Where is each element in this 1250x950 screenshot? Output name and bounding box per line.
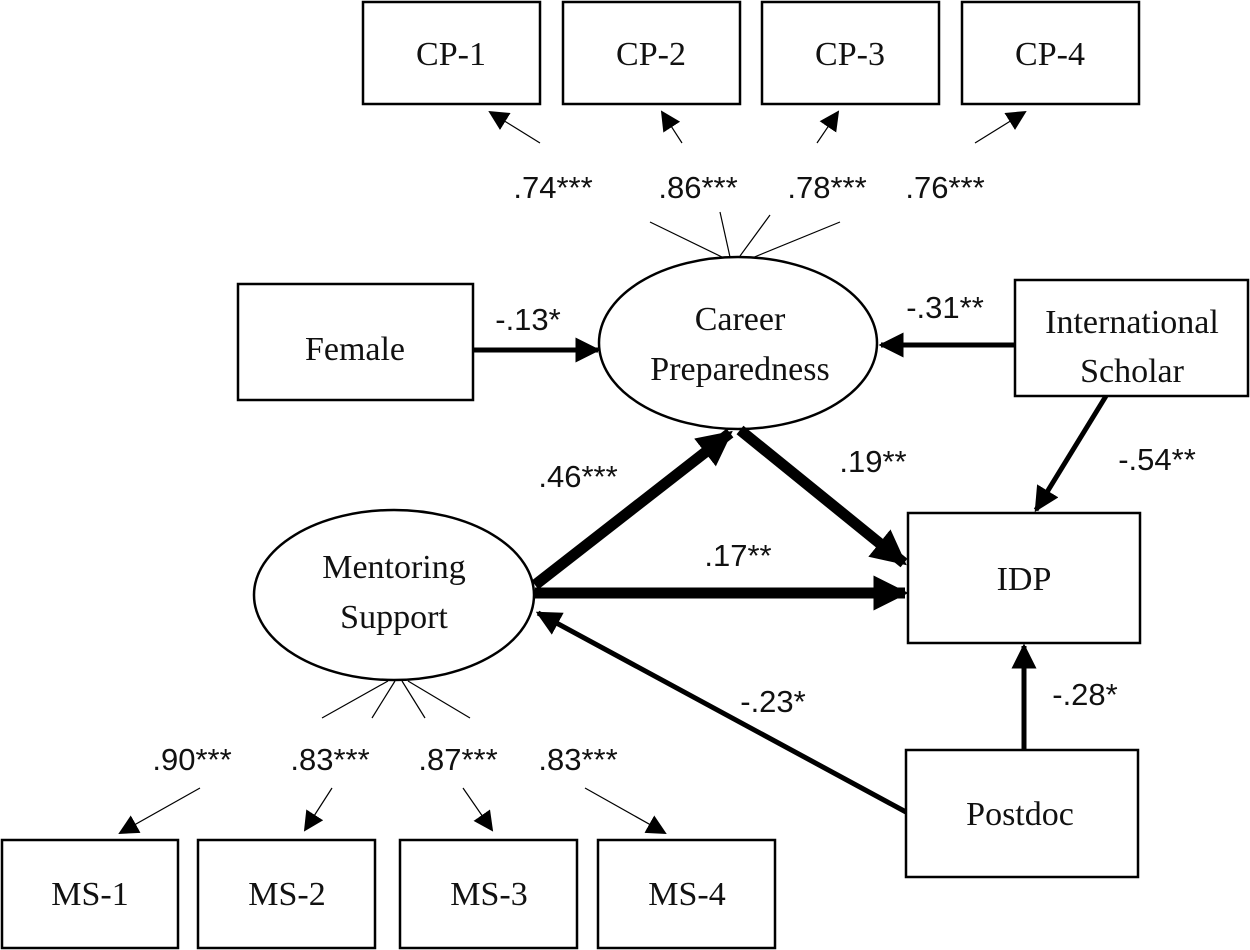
ms1-loading: .90*** (152, 742, 231, 777)
ms1-box (0, 838, 180, 950)
cp4-arrow (974, 110, 1027, 144)
cp-fan-line-1 (649, 221, 725, 259)
ms3-arrow (462, 787, 494, 832)
female-to-cp-coef: -.13* (495, 302, 560, 337)
idp-box (906, 511, 1142, 645)
cp-fan-line-4 (751, 221, 841, 259)
ms4-label: MS-4 (648, 876, 725, 913)
cp1-box (361, 0, 542, 106)
ms-to-cp-coef: .46*** (538, 459, 617, 494)
cp1-loading: .74*** (513, 170, 592, 205)
cp-fan-line-3 (739, 214, 771, 257)
ms3-box (398, 838, 579, 950)
ms2-arrow (303, 787, 333, 832)
cp2-arrow (660, 110, 683, 144)
idp-label: IDP (997, 561, 1052, 598)
ms-fan-line-4 (407, 680, 471, 719)
cp2-loading: .86*** (658, 170, 737, 205)
ms1-arrow (118, 787, 201, 834)
cp3-arrow (816, 110, 840, 144)
ms4-arrow (584, 787, 667, 834)
career-preparedness-label-line2: Preparedness (650, 351, 829, 388)
mentoring-support-label-line2: Support (340, 599, 448, 636)
cp3-box (760, 0, 941, 106)
cp-fan-line-2 (719, 211, 731, 258)
international-scholar-label-line2: Scholar (1080, 353, 1185, 390)
cp1-arrow (488, 110, 541, 144)
cp4-label: CP-4 (1015, 36, 1085, 73)
intl-to-idp-coef: -.54** (1118, 442, 1196, 477)
ms2-box (196, 838, 377, 950)
intl-to-idp-arrow (1033, 394, 1109, 513)
postdoc-to-idp-coef: -.28* (1052, 677, 1117, 712)
postdoc-to-ms-arrow (535, 610, 908, 815)
ms3-loading: .87*** (418, 742, 497, 777)
international-scholar-box (1013, 278, 1250, 398)
ms2-label: MS-2 (248, 876, 325, 913)
ms-to-cp-arrow (531, 428, 734, 590)
cp-to-idp-coef: .19** (839, 444, 906, 479)
ms2-loading: .83*** (290, 742, 369, 777)
ms-fan-line-1 (321, 680, 389, 719)
ms3-label: MS-3 (450, 876, 527, 913)
ms-fan-line-2 (371, 680, 396, 719)
career-preparedness-ellipse (597, 255, 879, 431)
ms4-box (596, 838, 777, 950)
cp3-label: CP-3 (815, 36, 885, 73)
international-scholar-label-line1: International (1045, 304, 1219, 341)
cp-to-idp-arrow (736, 425, 908, 568)
cp3-loading: .78*** (787, 170, 866, 205)
mentoring-support-ellipse (252, 508, 536, 682)
ms1-label: MS-1 (51, 876, 128, 913)
cp2-box (561, 0, 742, 106)
ms-to-idp-coef: .17** (704, 538, 771, 573)
cp4-loading: .76*** (905, 170, 984, 205)
postdoc-to-ms-coef: -.23* (740, 684, 805, 719)
intl-to-cp-coef: -.31** (906, 290, 984, 325)
mentoring-support-label-line1: Mentoring (322, 549, 466, 586)
ms-fan-line-3 (401, 680, 426, 719)
postdoc-label: Postdoc (966, 796, 1074, 833)
postdoc-box (904, 748, 1140, 879)
female-box (236, 282, 475, 402)
cp2-label: CP-2 (616, 36, 686, 73)
career-preparedness-label-line1: Career (695, 301, 786, 338)
female-label: Female (305, 331, 405, 368)
cp4-box (960, 0, 1141, 106)
ms4-loading: .83*** (538, 742, 617, 777)
cp1-label: CP-1 (416, 36, 486, 73)
